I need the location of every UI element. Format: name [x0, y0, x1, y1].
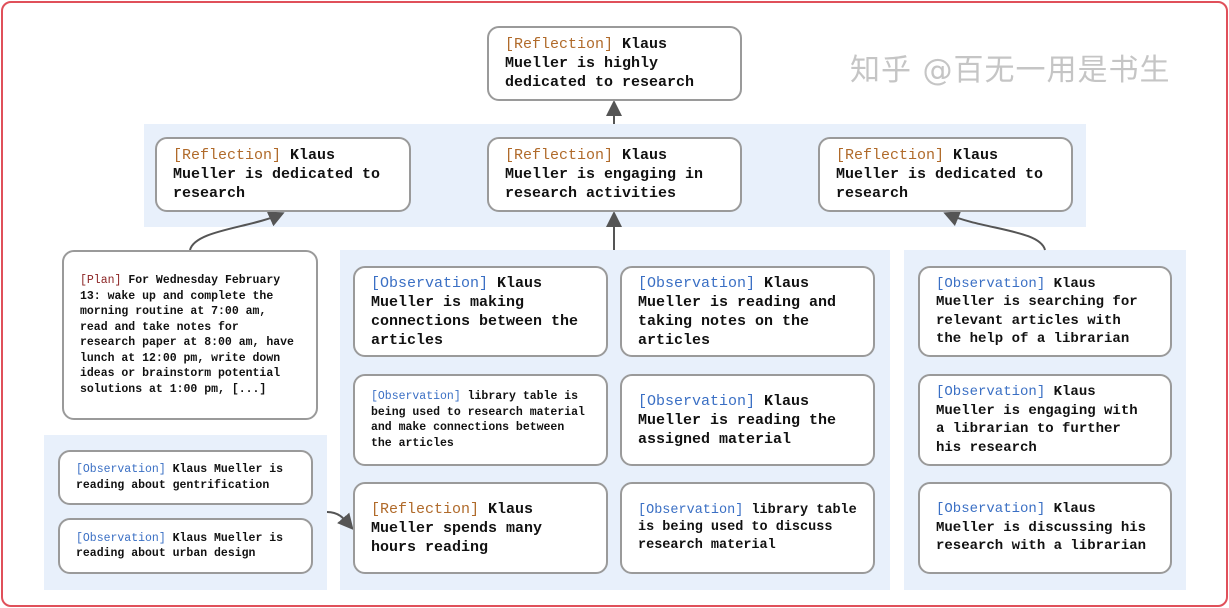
node-text: Klaus Mueller is reading the assigned ma…: [638, 392, 837, 448]
node-text: For Wednesday February 13: wake up and c…: [80, 274, 294, 396]
node-text: library table is being used to discuss r…: [638, 502, 857, 553]
observation-tag: [Observation]: [371, 390, 461, 403]
arrow-plan-to-reflection: [189, 211, 285, 251]
arrow-right-to-reflection: [943, 211, 1046, 251]
reflection-node: [Reflection] Klaus Mueller is engaging i…: [487, 137, 742, 212]
node-text: Klaus Mueller is highly dedicated to res…: [505, 36, 695, 91]
observation-tag: [Observation]: [638, 274, 756, 292]
node-text: Klaus Mueller is making connections betw…: [371, 274, 579, 349]
observation-tag: [Observation]: [76, 463, 166, 476]
node-text: Klaus Mueller is reading about gentrific…: [76, 463, 284, 492]
observation-tag: [Observation]: [936, 501, 1046, 518]
node-text: Klaus Mueller spends many hours reading: [371, 500, 543, 556]
reflection-node: [Reflection] Klaus Mueller is dedicated …: [155, 137, 411, 212]
observation-node: [Observation] Klaus Mueller is making co…: [353, 266, 608, 357]
observation-tag: [Observation]: [638, 392, 756, 410]
node-text: Klaus Mueller is engaging with a librari…: [936, 384, 1138, 456]
reflection-node: [Reflection] Klaus Mueller is dedicated …: [818, 137, 1073, 212]
observation-node: [Observation] Klaus Mueller is reading a…: [58, 450, 313, 505]
observation-node: [Observation] Klaus Mueller is reading a…: [58, 518, 313, 574]
reflection-tag: [Reflection]: [836, 147, 945, 164]
plan-tag: [Plan]: [80, 274, 122, 287]
observation-node: [Observation] Klaus Mueller is searching…: [918, 266, 1172, 357]
observation-tag: [Observation]: [76, 531, 166, 545]
node-text: Klaus Mueller is dedicated to research: [173, 147, 381, 202]
observation-node: [Observation] library table is being use…: [620, 482, 875, 574]
reflection-node: [Reflection] Klaus Mueller spends many h…: [353, 482, 608, 574]
node-text: Klaus Mueller is searching for relevant …: [936, 275, 1138, 348]
node-text: Klaus Mueller is engaging in research ac…: [505, 147, 704, 202]
reflection-tag: [Reflection]: [173, 147, 282, 164]
reflection-tag: [Reflection]: [505, 36, 614, 53]
observation-node: [Observation] Klaus Mueller is reading t…: [620, 374, 875, 466]
reflection-tag: [Reflection]: [505, 147, 614, 164]
node-text: Klaus Mueller is discussing his research…: [936, 501, 1147, 555]
arrow-left-to-middle: [326, 511, 354, 531]
plan-node: [Plan] For Wednesday February 13: wake u…: [62, 250, 318, 420]
node-text: Klaus Mueller is dedicated to research: [836, 147, 1044, 202]
observation-tag: [Observation]: [371, 274, 489, 292]
observation-tag: [Observation]: [936, 275, 1046, 292]
observation-tag: [Observation]: [936, 384, 1046, 400]
observation-node: [Observation] Klaus Mueller is engaging …: [918, 374, 1172, 466]
watermark: 知乎 @百无一用是书生: [850, 53, 1171, 88]
observation-node: [Observation] Klaus Mueller is discussin…: [918, 482, 1172, 574]
observation-tag: [Observation]: [638, 502, 744, 518]
node-text: Klaus Mueller is reading about urban des…: [76, 531, 284, 561]
node-text: library table is being used to research …: [371, 390, 585, 450]
top-reflection-node: [Reflection] Klaus Mueller is highly ded…: [487, 26, 742, 101]
observation-node: [Observation] Klaus Mueller is reading a…: [620, 266, 875, 357]
reflection-tag: [Reflection]: [371, 500, 480, 518]
node-text: Klaus Mueller is reading and taking note…: [638, 274, 837, 349]
observation-node: [Observation] library table is being use…: [353, 374, 608, 466]
